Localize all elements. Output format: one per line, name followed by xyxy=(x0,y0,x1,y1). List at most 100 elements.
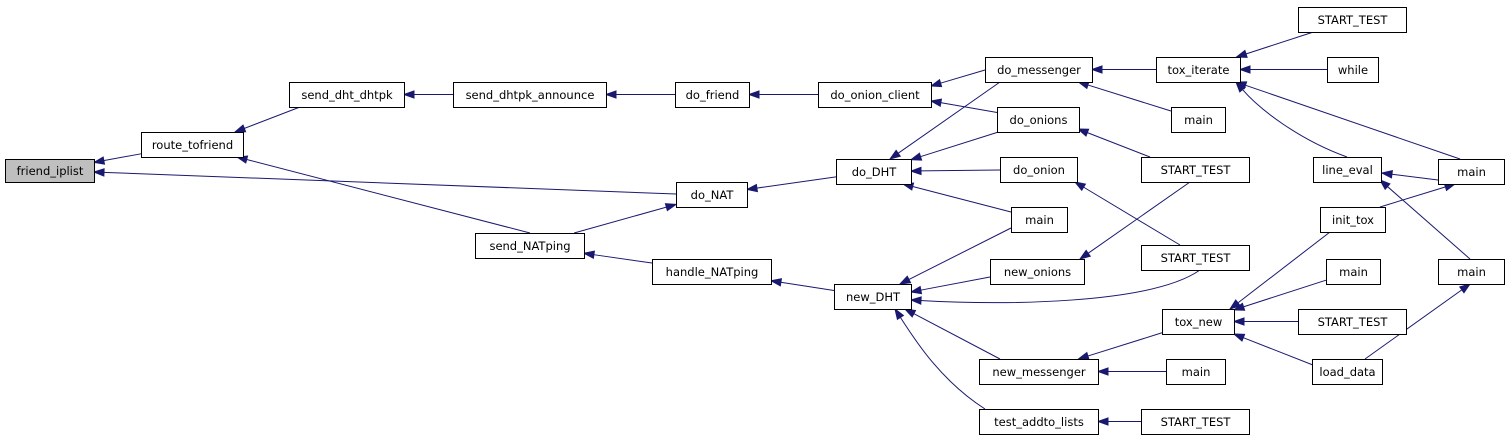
edge-start_test_5-to-test_addto_lists xyxy=(1096,417,1141,426)
node-main-4[interactable]: main xyxy=(1011,207,1068,233)
node-box[interactable] xyxy=(834,284,912,310)
node-box[interactable] xyxy=(475,233,585,259)
node-do-DHT[interactable]: do_DHT xyxy=(836,159,912,185)
node-handle-NATping[interactable]: handle_NATping xyxy=(652,259,772,285)
edge-line xyxy=(919,269,1201,304)
edge-arrowhead xyxy=(664,203,678,212)
edge-arrowhead xyxy=(745,183,759,193)
node-box[interactable] xyxy=(1166,359,1226,385)
node-box[interactable] xyxy=(1298,7,1407,33)
edge-arrowhead xyxy=(1096,367,1109,376)
edge-arrowhead xyxy=(1090,65,1103,74)
node-label: main xyxy=(1182,365,1211,379)
node-box[interactable] xyxy=(676,182,748,208)
edge-arrowhead xyxy=(1235,49,1248,58)
node-box[interactable] xyxy=(1156,57,1241,83)
node-do-onion-client[interactable]: do_onion_client xyxy=(818,82,932,108)
node-start-test-2[interactable]: START_TEST xyxy=(1141,157,1250,183)
node-new-DHT[interactable]: new_DHT xyxy=(834,284,912,310)
edge-line xyxy=(755,176,837,189)
node-main-3[interactable]: main xyxy=(1438,259,1505,285)
node-box[interactable] xyxy=(1141,157,1250,183)
node-main-1[interactable]: main xyxy=(1438,159,1505,185)
edge-line xyxy=(573,206,668,234)
node-label: load_data xyxy=(1319,365,1375,379)
edge-line xyxy=(1244,31,1314,55)
node-box[interactable] xyxy=(289,82,405,108)
node-box[interactable] xyxy=(1438,159,1505,185)
node-route-tofriend[interactable]: route_tofriend xyxy=(141,132,244,158)
node-while[interactable]: while xyxy=(1327,57,1379,83)
node-label: while xyxy=(1338,63,1368,77)
node-init-tox[interactable]: init_tox xyxy=(1320,207,1386,233)
node-main-6[interactable]: main xyxy=(1166,359,1226,385)
node-start-test-5[interactable]: START_TEST xyxy=(1141,409,1250,435)
edge-arrowhead xyxy=(909,296,922,305)
node-box[interactable] xyxy=(1326,259,1381,285)
node-box[interactable] xyxy=(675,82,750,108)
node-label: START_TEST xyxy=(1161,415,1232,429)
node-label: new_DHT xyxy=(846,290,901,304)
node-main-5[interactable]: main xyxy=(1326,259,1381,285)
node-test-addto-lists[interactable]: test_addto_lists xyxy=(979,409,1099,435)
node-box[interactable] xyxy=(979,359,1099,385)
node-box[interactable] xyxy=(652,259,772,285)
edge-arrowhead xyxy=(233,124,247,133)
node-box[interactable] xyxy=(979,409,1099,435)
edge-main_5-to-tox_new xyxy=(1232,279,1327,311)
node-box[interactable] xyxy=(141,132,244,158)
edge-test_addto_lists-to-new_DHT xyxy=(894,307,986,410)
node-box[interactable] xyxy=(836,159,912,185)
node-send-dhtpk-announce[interactable]: send_dhtpk_announce xyxy=(453,82,607,108)
node-send-dht-dhtpk[interactable]: send_dht_dhtpk xyxy=(289,82,405,108)
node-box[interactable] xyxy=(1312,359,1383,385)
node-label: do_NAT xyxy=(691,188,735,202)
edge-line xyxy=(1242,336,1319,368)
node-do-NAT[interactable]: do_NAT xyxy=(676,182,748,208)
node-new-messenger[interactable]: new_messenger xyxy=(979,359,1099,385)
node-box[interactable] xyxy=(1141,245,1250,271)
node-box[interactable] xyxy=(1320,207,1386,233)
node-box[interactable] xyxy=(5,159,95,183)
node-do-friend[interactable]: do_friend xyxy=(675,82,750,108)
node-start-test-3[interactable]: START_TEST xyxy=(1141,245,1250,271)
node-start-test-1[interactable]: START_TEST xyxy=(1298,7,1407,33)
node-load-data[interactable]: load_data xyxy=(1312,359,1383,385)
edge-arrowhead xyxy=(1228,299,1241,310)
node-box[interactable] xyxy=(1141,409,1250,435)
node-label: init_tox xyxy=(1332,213,1374,227)
node-new-onions[interactable]: new_onions xyxy=(990,259,1085,285)
node-send-NATping[interactable]: send_NATping xyxy=(475,233,585,259)
node-box[interactable] xyxy=(997,107,1080,133)
node-box[interactable] xyxy=(1011,207,1068,233)
node-friend-iplist[interactable]: friend_iplist xyxy=(5,159,95,183)
node-do-onion[interactable]: do_onion xyxy=(1000,157,1078,183)
node-main-2[interactable]: main xyxy=(1171,107,1226,133)
edge-arrowhead xyxy=(909,166,922,176)
node-box[interactable] xyxy=(985,57,1093,83)
node-label: send_dht_dhtpk xyxy=(301,88,393,102)
node-box[interactable] xyxy=(1000,157,1078,183)
node-box[interactable] xyxy=(818,82,932,108)
node-tox-iterate[interactable]: tox_iterate xyxy=(1156,57,1241,83)
node-box[interactable] xyxy=(1298,309,1407,335)
node-box[interactable] xyxy=(453,82,607,108)
node-label: START_TEST xyxy=(1318,13,1389,27)
edge-do_DHT-to-do_NAT xyxy=(745,176,837,193)
node-box[interactable] xyxy=(1171,107,1226,133)
edge-line xyxy=(779,281,835,292)
node-box[interactable] xyxy=(1438,259,1505,285)
edge-line_eval-to-tox_iterate xyxy=(1235,80,1348,158)
node-start-test-4[interactable]: START_TEST xyxy=(1298,309,1407,335)
node-tox-new[interactable]: tox_new xyxy=(1162,309,1235,335)
node-box[interactable] xyxy=(1327,57,1379,83)
node-box[interactable] xyxy=(990,259,1085,285)
node-line-eval[interactable]: line_eval xyxy=(1313,157,1382,183)
node-box[interactable] xyxy=(1162,309,1235,335)
node-do-messenger[interactable]: do_messenger xyxy=(985,57,1093,83)
edge-arrowhead xyxy=(909,152,923,161)
edge-arrowhead xyxy=(1238,65,1251,74)
node-box[interactable] xyxy=(1313,157,1382,183)
node-do-onions[interactable]: do_onions xyxy=(997,107,1080,133)
